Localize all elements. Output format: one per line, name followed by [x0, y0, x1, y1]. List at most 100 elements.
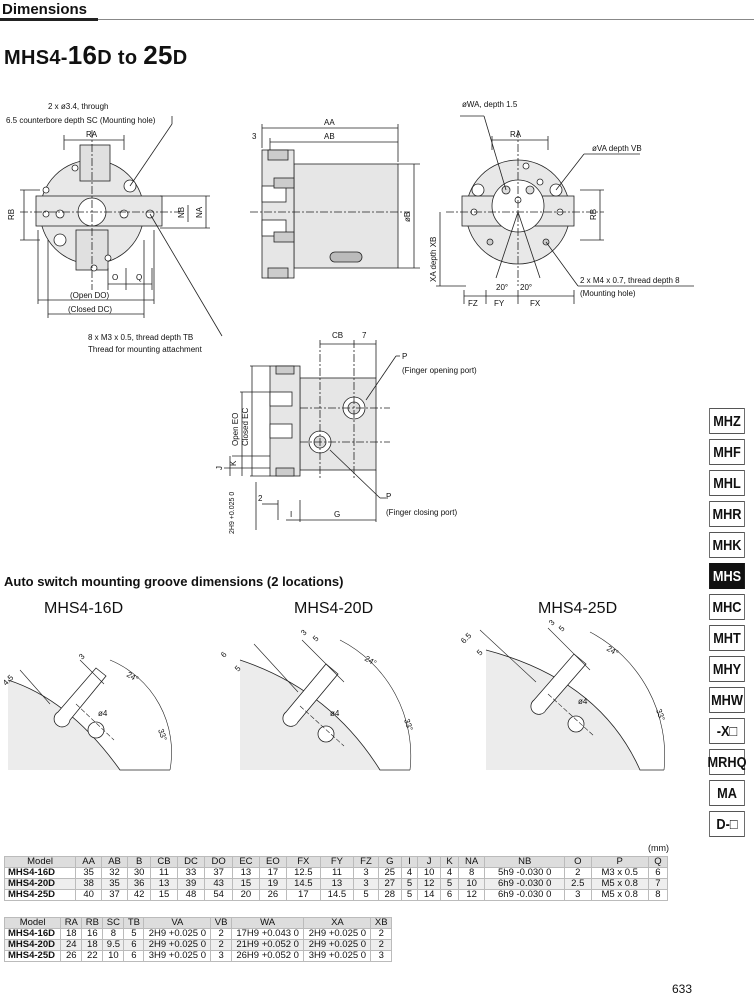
- column-header: VA: [143, 917, 212, 929]
- model-title: MHS4-16D to 25D: [4, 40, 188, 71]
- table-cell: 6: [123, 950, 145, 962]
- front-closed-label: (Closed DC): [68, 305, 112, 314]
- table-cell: 19: [258, 878, 288, 890]
- table-cell: 2H9 +0.025 0: [143, 928, 212, 940]
- column-header: FX: [286, 856, 321, 868]
- table-cell: 10: [102, 950, 125, 962]
- table-cell: MHS4-16D: [3, 928, 62, 940]
- port-J-label: J: [215, 466, 224, 470]
- table-cell: 3: [353, 878, 379, 890]
- rear-RB-label: RB: [589, 209, 598, 220]
- table-cell: 2: [210, 928, 232, 940]
- sidebar-item-11[interactable]: MRHQ: [708, 749, 746, 775]
- sidebar-item-5[interactable]: MHS: [709, 563, 745, 589]
- column-header: AA: [75, 856, 103, 868]
- sidebar-item-10[interactable]: -X□: [709, 718, 745, 744]
- sidebar-item-13[interactable]: D-□: [709, 811, 745, 837]
- table-cell: 40: [75, 889, 103, 901]
- rear-FY-label: FY: [494, 299, 505, 308]
- column-header: TB: [123, 917, 145, 929]
- table-cell: 5: [440, 878, 459, 890]
- column-header: FZ: [353, 856, 379, 868]
- rear-view: [436, 115, 694, 304]
- g16-ang1: 24°: [125, 670, 140, 684]
- front-open-label: (Open DO): [70, 291, 109, 300]
- table-cell: 22: [81, 950, 104, 962]
- table-cell: 5h9 -0.030 0: [484, 867, 565, 879]
- table-cell: 5: [400, 889, 419, 901]
- table-cell: 9.5: [102, 939, 125, 951]
- table-cell: 13: [150, 878, 178, 890]
- column-header: Model: [3, 856, 77, 868]
- table-cell: 7: [647, 878, 669, 890]
- table-cell: 10: [417, 867, 442, 879]
- table-cell: 26: [60, 950, 83, 962]
- sidebar-item-8[interactable]: MHY: [709, 656, 745, 682]
- table-cell: 11: [150, 867, 178, 879]
- table-cell: 2: [370, 939, 392, 951]
- g25-d2: 5: [475, 648, 485, 658]
- front-O-label: O: [112, 273, 118, 282]
- g20-d2: 5: [233, 664, 243, 674]
- port-P1-label: P: [402, 352, 407, 361]
- table-cell: 2: [370, 928, 392, 940]
- sidebar-item-2[interactable]: MHL: [709, 470, 745, 496]
- column-header: B: [127, 856, 152, 868]
- groove-drawings: 4.5 3 24° ø4 33° 6 5 3 5 24° ø4 33°: [1, 620, 667, 771]
- rear-m4-note-2: (Mounting hole): [580, 289, 636, 298]
- table-cell: 15: [150, 889, 178, 901]
- side-dim-3: 3: [252, 132, 257, 141]
- table-cell: 26: [258, 889, 288, 901]
- model-title-d2: D: [172, 47, 188, 69]
- header-rule: [0, 19, 754, 20]
- dimension-drawings: 2 x ø3.4, through 6.5 counterbore depth …: [6, 100, 694, 534]
- model-title-num1: 16: [67, 40, 98, 70]
- table-cell: 15: [232, 878, 260, 890]
- table-cell: 5: [400, 878, 419, 890]
- front-thread-note-1: 8 x M3 x 0.5, thread depth TB: [88, 333, 193, 342]
- front-NB-label: NB: [177, 207, 186, 218]
- model-title-num2: 25: [143, 40, 173, 70]
- front-hole-note-2: 6.5 counterbore depth SC (Mounting hole): [6, 116, 156, 125]
- sidebar-item-3[interactable]: MHR: [709, 501, 745, 527]
- table-cell: 12.5: [286, 867, 321, 879]
- model-title-prefix: MHS4-: [4, 47, 68, 69]
- table-cell: 43: [204, 878, 234, 890]
- port-7-label: 7: [362, 331, 367, 340]
- front-hole-note-1: 2 x ø3.4, through: [48, 102, 108, 111]
- rear-FZ-label: FZ: [468, 299, 478, 308]
- table-cell: 17: [286, 889, 321, 901]
- g16-ang2: 33°: [156, 728, 169, 742]
- table-cell: 8: [457, 867, 486, 879]
- table-cell: 3H9 +0.025 0: [143, 950, 212, 962]
- column-header: NA: [457, 856, 486, 868]
- rear-angle-b: 20°: [520, 283, 532, 292]
- table-cell: 6: [440, 889, 459, 901]
- table-cell: 3: [353, 867, 379, 879]
- sidebar-item-7[interactable]: MHT: [709, 625, 745, 651]
- table-cell: 36: [127, 878, 152, 890]
- port-P1-note: (Finger opening port): [402, 366, 477, 375]
- sidebar-item-1[interactable]: MHF: [709, 439, 745, 465]
- table-cell: M5 x 0.8: [590, 889, 649, 901]
- column-header: DC: [176, 856, 206, 868]
- groove-model-25: MHS4-25D: [538, 600, 618, 617]
- table-cell: 5: [353, 889, 379, 901]
- header-underline-bar: [0, 18, 98, 21]
- port-K-label: K: [229, 460, 238, 466]
- table-cell: 37: [101, 889, 129, 901]
- sidebar-item-6[interactable]: MHC: [709, 594, 745, 620]
- front-thread-note-2: Thread for mounting attachment: [88, 345, 203, 354]
- column-header: XB: [370, 917, 392, 929]
- sidebar-item-0[interactable]: MHZ: [709, 408, 745, 434]
- sidebar-item-12[interactable]: MA: [709, 780, 745, 806]
- column-header: RA: [60, 917, 83, 929]
- sidebar-item-9[interactable]: MHW: [709, 687, 745, 713]
- table-cell: 35: [75, 867, 103, 879]
- sidebar-item-4[interactable]: MHK: [709, 532, 745, 558]
- table-cell: 14.5: [286, 878, 321, 890]
